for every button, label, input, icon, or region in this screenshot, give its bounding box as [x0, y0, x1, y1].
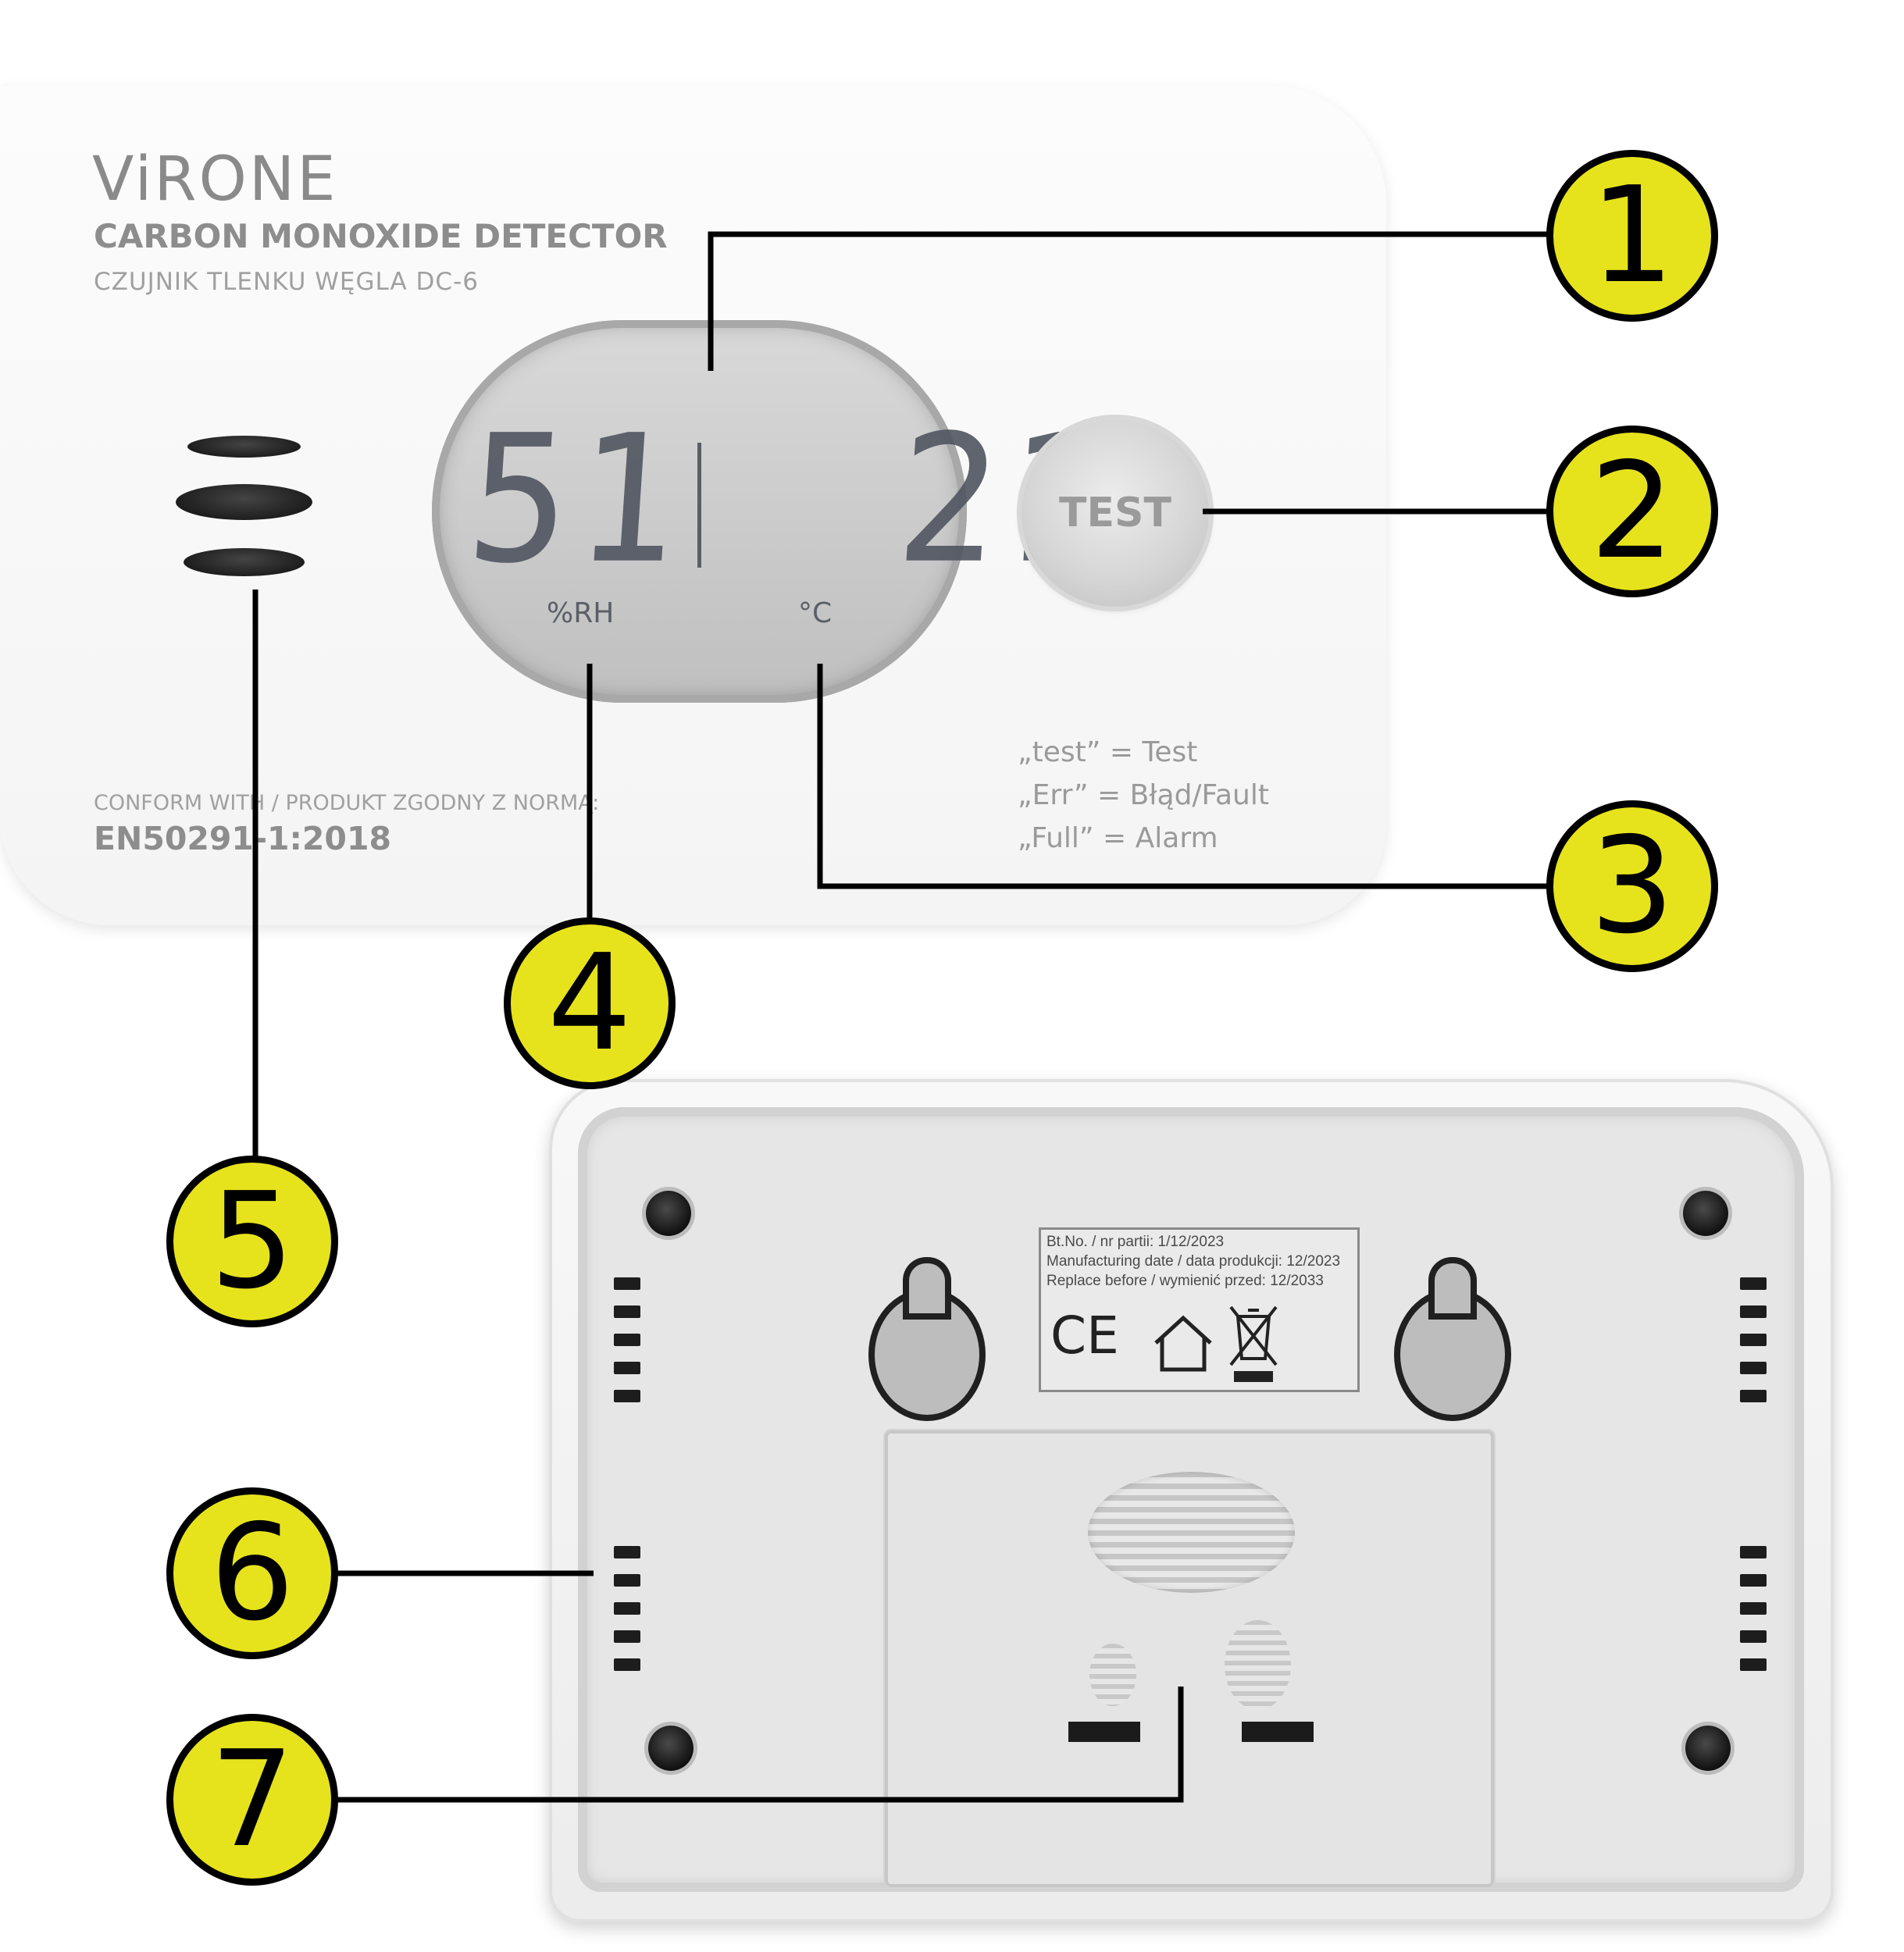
screw-icon — [646, 1191, 691, 1236]
humidity-unit-label: %RH — [547, 597, 615, 629]
conformity-standard: EN50291-1:2018 — [94, 820, 392, 857]
vent-slot — [1740, 1574, 1767, 1587]
label-replace-before: Replace before / wymienić przed: 12/2033 — [1046, 1273, 1324, 1289]
vent-slot — [614, 1630, 640, 1643]
vent-slot — [1740, 1658, 1767, 1671]
test-button[interactable]: TEST — [1022, 419, 1209, 607]
callout-marker-4: 4 — [504, 917, 676, 1089]
latch-grip-left — [1089, 1644, 1136, 1706]
vent-slot — [614, 1277, 640, 1290]
vent-slot — [1740, 1305, 1767, 1318]
leader-line-1 — [708, 231, 1550, 371]
product-label — [1039, 1227, 1360, 1392]
siren-grille-slot-middle — [176, 484, 312, 520]
label-batch-number: Bt.No. / nr partii: 1/12/2023 — [1046, 1234, 1225, 1250]
vent-slot — [614, 1658, 640, 1671]
callout-marker-6: 6 — [166, 1487, 338, 1659]
leader-line-3 — [817, 664, 1550, 889]
vent-slot — [614, 1362, 640, 1374]
vent-slot — [614, 1546, 640, 1558]
vent-slot — [1740, 1277, 1767, 1290]
latch-grip-right — [1225, 1620, 1291, 1710]
buzzer-grille — [1088, 1472, 1295, 1593]
callout-marker-7: 7 — [166, 1714, 338, 1886]
vent-slot — [614, 1602, 640, 1615]
cover-latch-slot-left — [1068, 1722, 1140, 1742]
callout-marker-5: 5 — [166, 1156, 338, 1327]
legend-line-test: „test” = Test — [1018, 736, 1198, 768]
lcd-separator — [697, 443, 701, 568]
ce-mark-icon: CE — [1050, 1305, 1119, 1366]
vent-slot — [1740, 1546, 1767, 1558]
siren-grille-slot-bottom — [184, 548, 305, 576]
vent-slot — [614, 1574, 640, 1587]
vent-slot — [1740, 1334, 1767, 1346]
conformity-label: CONFORM WITH / PRODUKT ZGODNY Z NORMĄ: — [94, 791, 600, 815]
screw-icon — [648, 1726, 693, 1771]
vent-slot — [1740, 1390, 1767, 1402]
legend-line-err: „Err” = Błąd/Fault — [1018, 779, 1269, 811]
product-title: CARBON MONOXIDE DETECTOR — [94, 217, 668, 255]
crossed-bin-icon — [1229, 1305, 1278, 1382]
cover-latch-slot-right — [1242, 1722, 1314, 1742]
screw-icon — [1683, 1191, 1728, 1236]
house-icon — [1154, 1315, 1212, 1372]
legend-line-full: „Full” = Alarm — [1018, 822, 1218, 854]
temperature-unit-label: °C — [798, 597, 833, 629]
vent-slot — [614, 1305, 640, 1318]
vent-slot — [1740, 1362, 1767, 1374]
label-manufacturing-date: Manufacturing date / data produkcji: 12/… — [1046, 1253, 1341, 1270]
siren-grille-slot-top — [187, 436, 301, 458]
screw-icon — [1685, 1726, 1731, 1771]
product-subtitle: CZUJNIK TLENKU WĘGLA DC-6 — [94, 268, 479, 296]
brand-logo: ViRONE — [92, 144, 338, 215]
leader-line-7 — [336, 1687, 1184, 1803]
vent-slot — [1740, 1602, 1767, 1615]
callout-marker-2: 2 — [1546, 426, 1718, 597]
callout-marker-3: 3 — [1546, 800, 1718, 972]
keyhole-slot-icon — [903, 1257, 951, 1320]
vent-slot — [614, 1334, 640, 1346]
vent-slot — [614, 1390, 640, 1402]
vent-slot — [1740, 1630, 1767, 1643]
callout-marker-1: 1 — [1546, 150, 1718, 322]
keyhole-slot-icon — [1428, 1257, 1477, 1320]
